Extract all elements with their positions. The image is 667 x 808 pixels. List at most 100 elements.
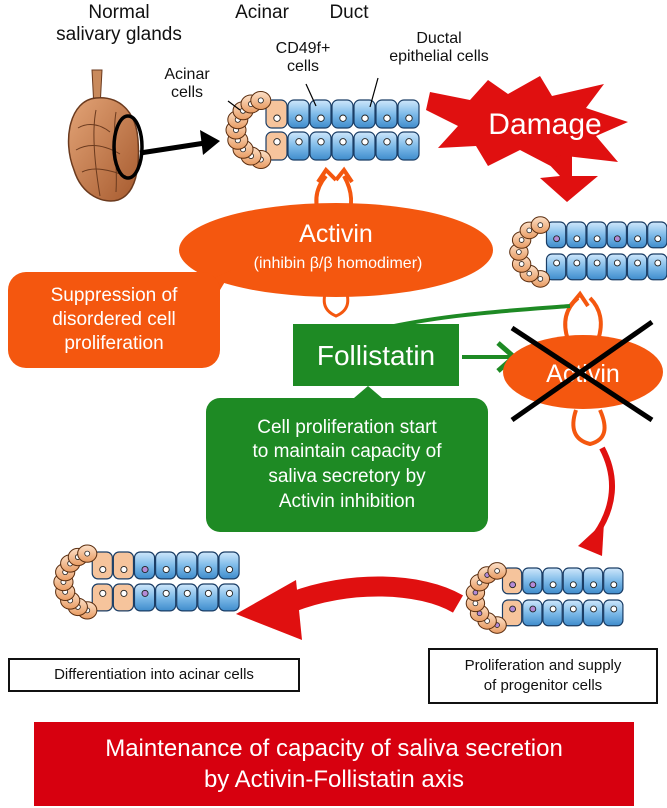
cell-nucleus [183, 589, 191, 597]
progenitor-nucleus [509, 605, 516, 613]
label-normal-glands: Normal salivary glands [56, 2, 182, 45]
label-acinar-cells: Acinar cells [164, 66, 210, 102]
label-ductal-epithelial: Ductal epithelial cells [389, 30, 489, 66]
cell-nucleus [518, 237, 525, 243]
cell-nucleus [383, 138, 391, 146]
follistatin-callout-tail [354, 386, 382, 398]
duct-cell [647, 221, 667, 249]
zoom-arrow-head [200, 130, 220, 155]
duct-cell [522, 599, 543, 627]
cell-nucleus [99, 589, 107, 597]
cell-nucleus [573, 259, 581, 267]
label-cd49f-cells: CD49f+ cells [275, 40, 331, 76]
label-acinar: Acinar [235, 2, 289, 23]
acinar-cell [501, 599, 523, 627]
gland-structure-differentiated [53, 544, 240, 620]
duct-cell [309, 131, 332, 161]
activin-blocked-arrows [563, 290, 607, 447]
acinar-cell [91, 551, 113, 580]
duct-cell [522, 567, 543, 595]
duct-cell [197, 551, 219, 580]
duct-cell [566, 221, 587, 249]
duct-cell [647, 253, 667, 281]
duct-cell [626, 221, 648, 249]
cell-nucleus [273, 138, 281, 146]
cell-nucleus [553, 259, 560, 267]
cell-nucleus [99, 565, 107, 573]
differentiation-label-box: Differentiation into acinar cells [8, 658, 300, 692]
cell-nucleus [162, 589, 170, 597]
blocked-x-mark [510, 319, 654, 423]
progenitor-nucleus [553, 235, 560, 243]
cell-nucleus [526, 227, 533, 234]
cell-nucleus [273, 114, 281, 122]
cell-nucleus [590, 581, 597, 589]
cell-nucleus [317, 138, 325, 146]
duct-cell [545, 221, 567, 249]
follistatin-box: Follistatin [293, 324, 459, 386]
cell-nucleus [225, 565, 234, 573]
cell-nucleus [361, 114, 369, 122]
duct-cell [545, 253, 567, 281]
duct-cell [309, 99, 332, 129]
duct-cell [353, 131, 376, 161]
progenitor-nucleus [141, 589, 149, 597]
activin-ellipse [179, 203, 493, 297]
cell-nucleus [339, 138, 347, 146]
duct-cell [375, 99, 398, 129]
damage-burst [426, 76, 628, 202]
duct-cell [562, 599, 584, 627]
cell-nucleus [549, 581, 557, 589]
cell-nucleus [590, 605, 597, 613]
cell-nucleus [257, 97, 264, 104]
cell-nucleus [634, 259, 641, 267]
cell-nucleus [518, 261, 525, 267]
duct-cell [133, 583, 156, 612]
cell-nucleus [120, 565, 128, 573]
differentiation-arrow [288, 576, 464, 613]
cell-nucleus [162, 565, 170, 573]
acinar-cell [501, 567, 523, 595]
cell-nucleus [472, 600, 479, 607]
cell-nucleus [569, 605, 577, 613]
cell-nucleus [183, 565, 191, 573]
gland-highlight-circle [112, 114, 144, 180]
gland-structure-normal [225, 90, 420, 170]
duct-cell [542, 599, 563, 627]
acinar-cell [112, 583, 135, 612]
cell-nucleus [84, 550, 91, 557]
duct-cell [218, 551, 240, 580]
proliferation-arrowhead [578, 522, 604, 556]
gland-structure-damaged [509, 216, 667, 288]
duct-cell [582, 599, 604, 627]
acinar-cell [112, 551, 135, 580]
duct-cell [606, 253, 628, 281]
gland-structure-progenitor [465, 562, 624, 634]
duct-cell [155, 551, 177, 580]
duct-cell [287, 131, 310, 161]
cell-nucleus [593, 259, 601, 267]
footer-banner: Maintenance of capacity of saliva secret… [34, 722, 634, 806]
cell-nucleus [654, 259, 662, 267]
acinar-cell [265, 99, 288, 129]
duct-cell [603, 599, 624, 627]
cell-nucleus [613, 259, 621, 267]
duct-cell [603, 567, 624, 595]
progenitor-nucleus [613, 235, 621, 243]
cell-nucleus [634, 235, 641, 243]
activin-title: Activin [299, 220, 373, 248]
cell-nucleus [610, 605, 618, 613]
duct-cell [626, 253, 648, 281]
cell-nucleus [526, 270, 533, 277]
duct-cell [218, 583, 240, 612]
duct-cell [353, 99, 376, 129]
duct-cell [566, 253, 587, 281]
cell-nucleus [361, 138, 369, 146]
cell-nucleus [204, 589, 212, 597]
salivary-gland-illustration [67, 69, 144, 202]
cell-nucleus [204, 565, 212, 573]
proliferation-start-callout: Cell proliferation start to maintain cap… [206, 398, 488, 532]
cell-nucleus [405, 138, 413, 146]
duct-cell [375, 131, 398, 161]
duct-cell [331, 131, 354, 161]
